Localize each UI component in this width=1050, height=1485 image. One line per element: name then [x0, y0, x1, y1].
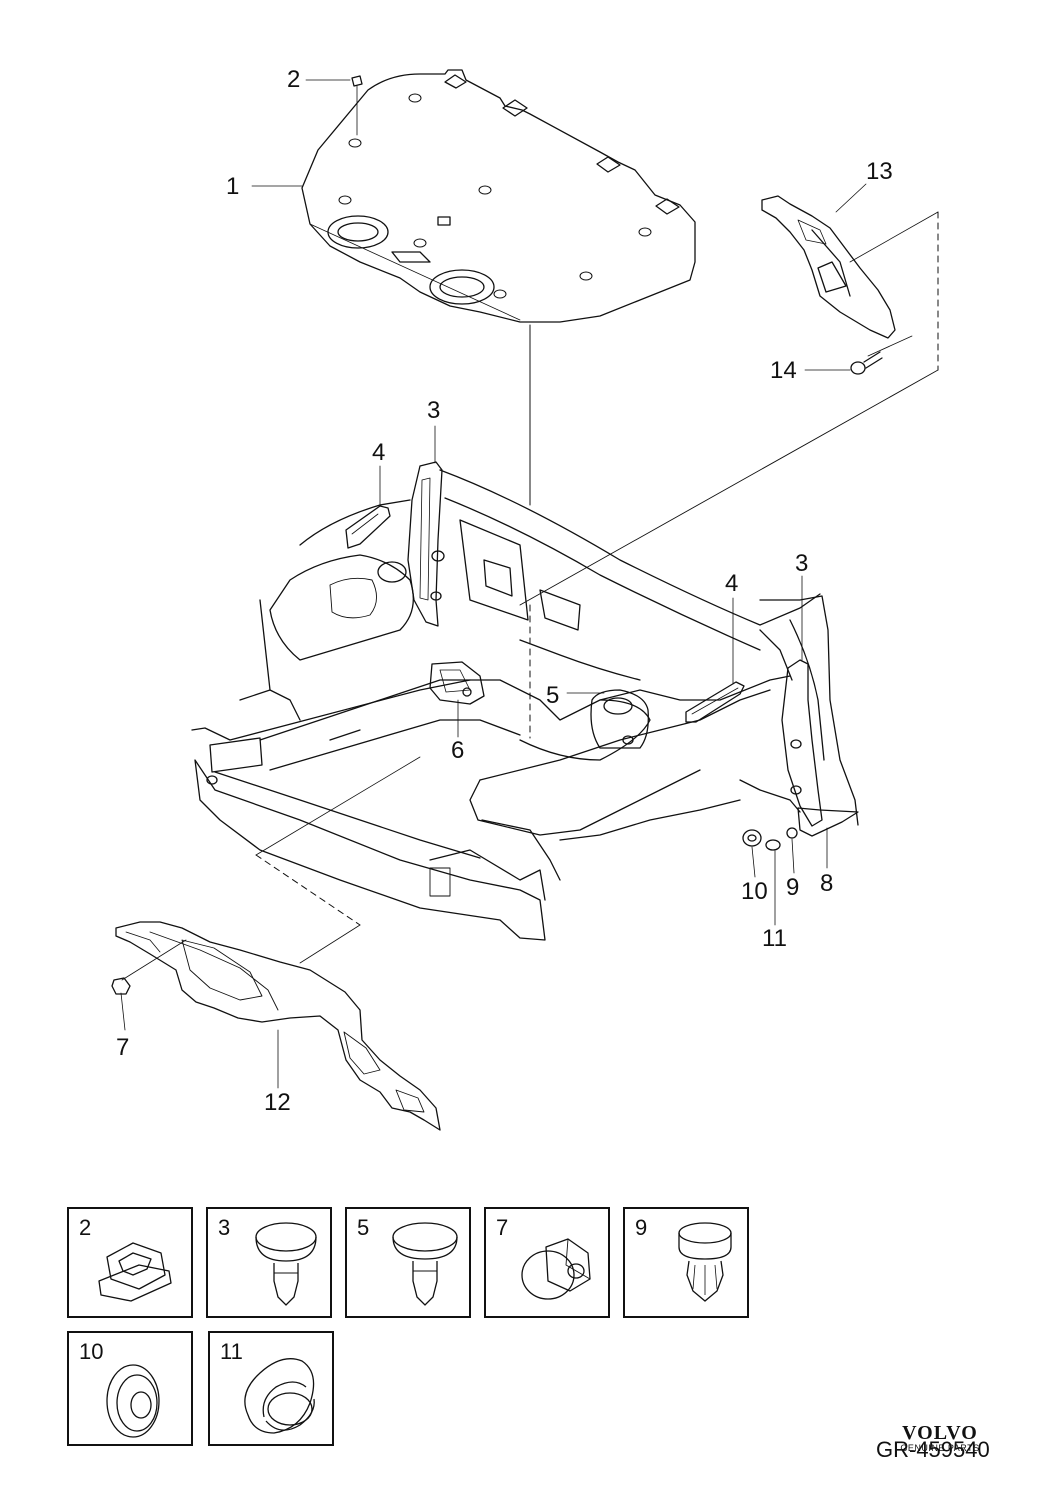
- clip-icon: [98, 1242, 172, 1302]
- trim-clip-icon: [678, 1222, 732, 1302]
- detail-box-label: 11: [220, 1339, 243, 1364]
- callout-hinge-bracket: 13: [866, 158, 893, 185]
- detail-box-label: 2: [79, 1215, 92, 1240]
- flange-nut-icon: [521, 1238, 591, 1300]
- hinge-bracket: [761, 195, 896, 339]
- brand-logo: VOLVO: [902, 1422, 978, 1444]
- callout-clip: 9: [786, 874, 800, 901]
- detail-box-label: 10: [79, 1339, 104, 1364]
- callout-grommet: 10: [741, 878, 768, 905]
- detail-box-plug: 11: [208, 1331, 334, 1446]
- callout-corner-piece: 8: [820, 870, 834, 897]
- detail-box-clip-9: 9: [623, 1207, 749, 1318]
- callout-seal-right: 3: [795, 550, 809, 577]
- detail-box-label: 3: [218, 1215, 231, 1240]
- grommet-icon: [106, 1364, 160, 1438]
- callout-strip-left: 4: [372, 439, 386, 466]
- splash-shield: [115, 921, 441, 1131]
- brand-tagline: GENUINE PARTS: [900, 1443, 980, 1453]
- callout-seal-left: 3: [427, 397, 441, 424]
- callout-bolt: 14: [770, 357, 797, 384]
- detail-box-label: 5: [357, 1215, 370, 1240]
- detail-box-label: 7: [496, 1215, 509, 1240]
- detail-box-clip: 2: [67, 1207, 193, 1318]
- callout-rivet: 5: [546, 682, 560, 709]
- detail-box-nut: 7: [484, 1207, 610, 1318]
- push-rivet-icon: [255, 1222, 317, 1306]
- engine-bay-structure: [191, 469, 859, 941]
- detail-box-rivet-3: 3: [206, 1207, 332, 1318]
- callout-plug: 11: [762, 925, 787, 952]
- detail-box-rivet-5: 5: [345, 1207, 471, 1318]
- callout-nut: 7: [116, 1034, 130, 1061]
- hood-insulation-panel: [301, 69, 696, 323]
- volvo-genuine-parts-logo: VOLVO GENUINE PARTS: [880, 1422, 1000, 1453]
- callout-bracket: 6: [451, 737, 465, 764]
- diagram-reference-number: GR-459540: [876, 1437, 990, 1462]
- callout-hood-insulation: 1: [226, 173, 240, 200]
- callout-1-hood-insulation-clip: 2: [287, 66, 301, 93]
- plug-icon: [244, 1358, 315, 1434]
- detail-box-grommet: 10: [67, 1331, 193, 1446]
- push-rivet-icon: [392, 1222, 458, 1306]
- callout-splash-shield: 12: [264, 1089, 291, 1116]
- detail-box-label: 9: [635, 1215, 648, 1240]
- callout-strip-right: 4: [725, 570, 739, 597]
